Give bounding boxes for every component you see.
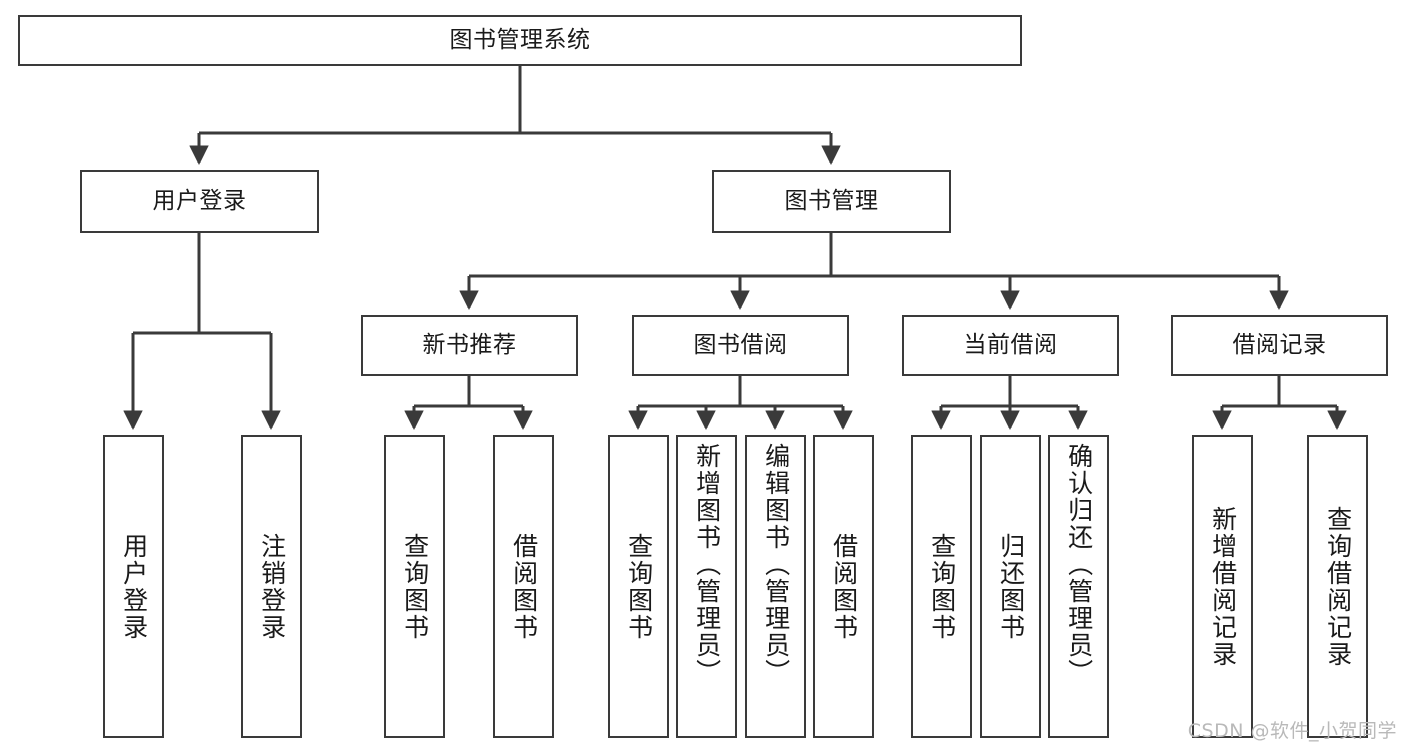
- node-leaf-user-login[interactable]: 用户登录: [103, 435, 164, 738]
- node-borrow-record-label: 借阅记录: [1232, 331, 1327, 358]
- node-leaf-edit-book-label: 编辑图书（管理员）: [761, 443, 791, 686]
- node-leaf-query-book-1-label: 查询图书: [400, 532, 430, 641]
- node-leaf-borrow-book-1-label: 借阅图书: [509, 532, 539, 641]
- node-leaf-confirm-return[interactable]: 确认归还（管理员）: [1048, 435, 1109, 738]
- node-root-label: 图书管理系统: [449, 26, 591, 53]
- node-leaf-edit-book[interactable]: 编辑图书（管理员）: [745, 435, 806, 738]
- node-user-login-label: 用户登录: [152, 187, 247, 214]
- node-leaf-logout-login-label: 注销登录: [257, 532, 287, 641]
- node-leaf-query-book-2-label: 查询图书: [624, 532, 654, 641]
- node-leaf-query-book-3-label: 查询图书: [927, 532, 957, 641]
- watermark: CSDN @软件_小贺同学: [1187, 720, 1397, 742]
- node-root[interactable]: 图书管理系统: [18, 15, 1022, 66]
- node-leaf-borrow-book-2-label: 借阅图书: [829, 532, 859, 641]
- node-leaf-confirm-return-label: 确认归还（管理员）: [1064, 443, 1094, 686]
- node-leaf-query-record[interactable]: 查询借阅记录: [1307, 435, 1368, 738]
- node-book-borrow-label: 图书借阅: [693, 331, 788, 358]
- node-new-book-recommend[interactable]: 新书推荐: [361, 315, 578, 376]
- node-leaf-borrow-book-2[interactable]: 借阅图书: [813, 435, 874, 738]
- node-leaf-query-record-label: 查询借阅记录: [1323, 505, 1353, 668]
- node-borrow-record[interactable]: 借阅记录: [1171, 315, 1388, 376]
- node-current-borrow[interactable]: 当前借阅: [902, 315, 1119, 376]
- node-book-management-label: 图书管理: [784, 187, 879, 214]
- node-new-book-recommend-label: 新书推荐: [422, 331, 517, 358]
- node-user-login[interactable]: 用户登录: [80, 170, 319, 233]
- node-leaf-borrow-book-1[interactable]: 借阅图书: [493, 435, 554, 738]
- node-leaf-add-record[interactable]: 新增借阅记录: [1192, 435, 1253, 738]
- node-leaf-return-book-label: 归还图书: [996, 532, 1026, 641]
- node-leaf-add-record-label: 新增借阅记录: [1208, 505, 1238, 668]
- node-book-management[interactable]: 图书管理: [712, 170, 951, 233]
- node-current-borrow-label: 当前借阅: [963, 331, 1058, 358]
- node-leaf-add-book-label: 新增图书（管理员）: [692, 443, 722, 686]
- node-leaf-add-book[interactable]: 新增图书（管理员）: [676, 435, 737, 738]
- node-leaf-query-book-1[interactable]: 查询图书: [384, 435, 445, 738]
- node-book-borrow[interactable]: 图书借阅: [632, 315, 849, 376]
- node-leaf-query-book-2[interactable]: 查询图书: [608, 435, 669, 738]
- node-leaf-user-login-label: 用户登录: [119, 532, 149, 641]
- node-leaf-return-book[interactable]: 归还图书: [980, 435, 1041, 738]
- node-leaf-query-book-3[interactable]: 查询图书: [911, 435, 972, 738]
- node-leaf-logout-login[interactable]: 注销登录: [241, 435, 302, 738]
